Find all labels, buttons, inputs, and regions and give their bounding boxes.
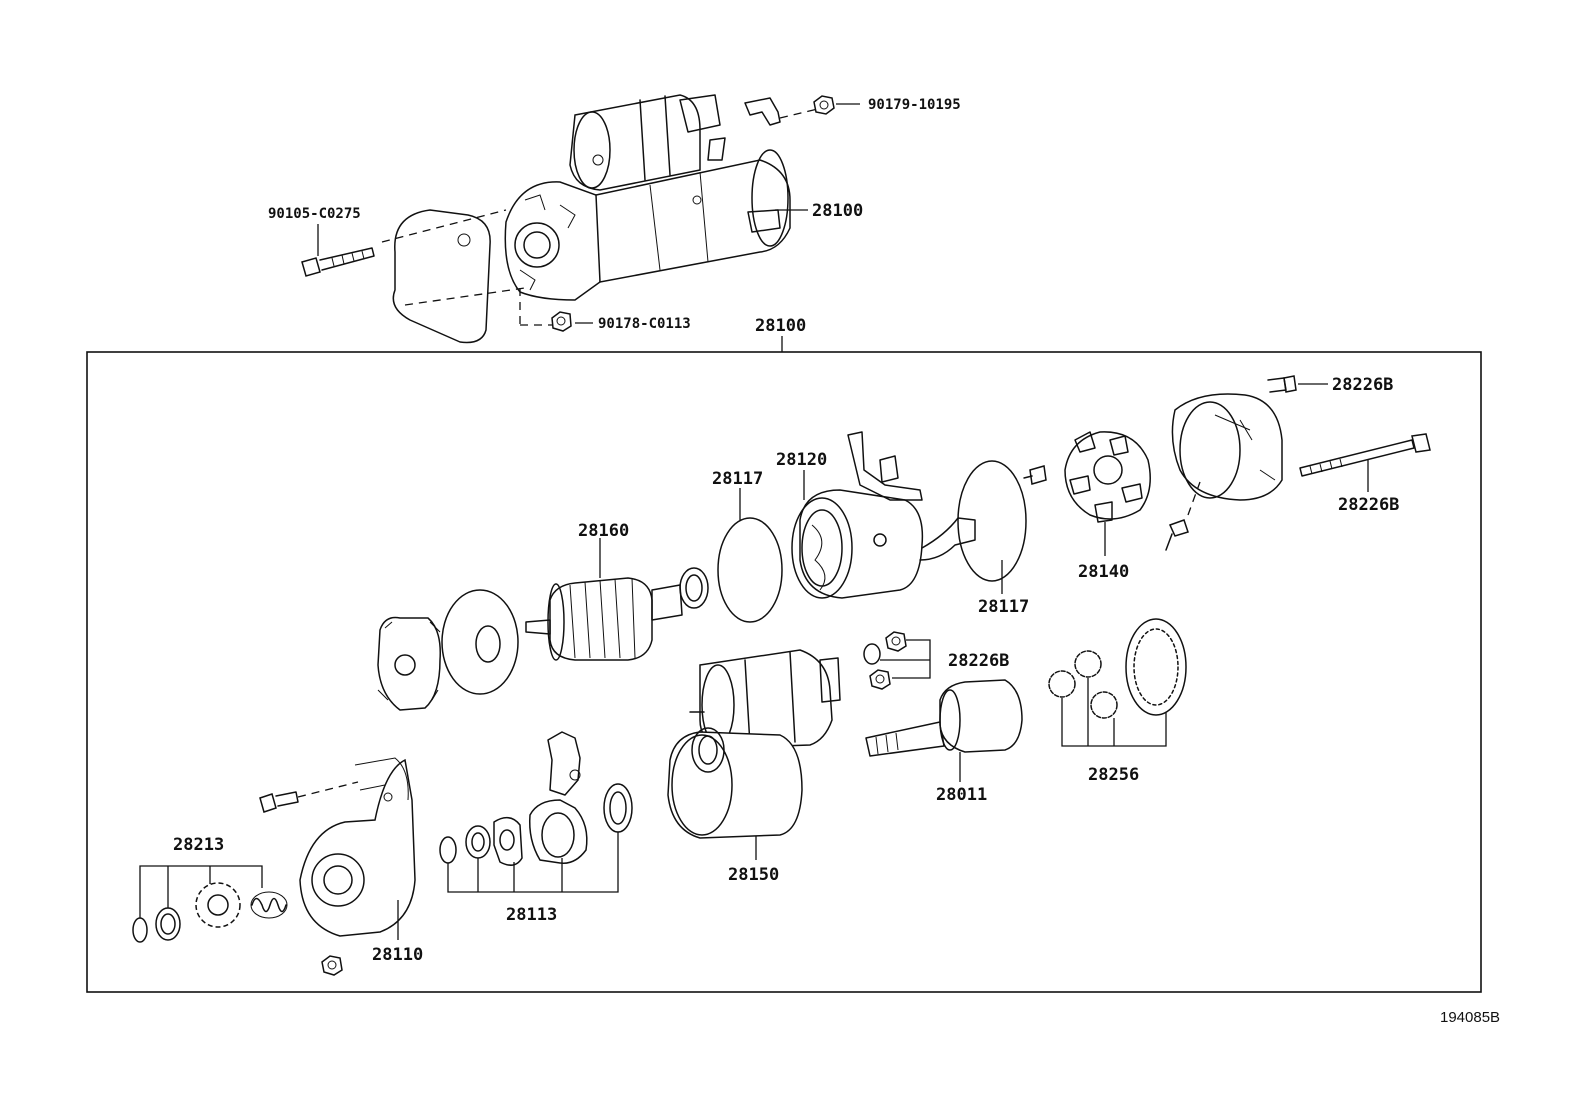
pinion-spring-icon xyxy=(250,891,288,919)
label-28100-kit: 28100 xyxy=(755,316,806,336)
housing-bolt-icon xyxy=(259,791,299,813)
label-28160: 28160 xyxy=(578,521,629,541)
hex-nut-a-icon xyxy=(885,631,907,652)
label-28113: 28113 xyxy=(506,905,557,925)
label-90105-C0275: 90105-C0275 xyxy=(268,206,361,222)
washer-a-icon xyxy=(863,643,881,665)
lever-snap-ring-icon xyxy=(439,836,457,864)
field-coil-icon xyxy=(791,431,976,599)
label-28256: 28256 xyxy=(1088,765,1139,785)
label-28011: 28011 xyxy=(936,785,987,805)
lever-washer-a-icon xyxy=(465,825,491,859)
label-90179-10195: 90179-10195 xyxy=(868,97,961,113)
magnetic-switch-icon xyxy=(667,649,841,839)
label-28117-left: 28117 xyxy=(712,469,763,489)
gasket-right-icon xyxy=(957,460,1027,582)
screw-small-icon xyxy=(1267,375,1297,393)
internal-gear-icon xyxy=(1125,618,1187,716)
label-28120: 28120 xyxy=(776,450,827,470)
label-28140: 28140 xyxy=(1078,562,1129,582)
brush-holder-icon xyxy=(1064,431,1151,523)
hex-nut-b-icon xyxy=(869,669,891,690)
brush-plate-icon xyxy=(377,616,441,711)
gasket-left-icon xyxy=(717,517,783,623)
dash-flange xyxy=(404,287,526,306)
kit-frame xyxy=(86,351,1482,993)
diagram-reference-number: 194085B xyxy=(1440,1009,1500,1026)
washer-disc-icon xyxy=(441,589,519,695)
snap-ring-icon xyxy=(132,917,148,943)
brush-spring-icon xyxy=(1023,465,1047,485)
clutch-icon xyxy=(865,679,1023,757)
small-screw-icon xyxy=(1165,519,1189,551)
bearing-ring-icon xyxy=(679,567,709,609)
planet-gear-icons xyxy=(1048,650,1118,719)
pinion-gear-icon xyxy=(195,882,241,928)
label-28213: 28213 xyxy=(173,835,224,855)
label-28100-assembly: 28100 xyxy=(812,201,863,221)
label-28226B-nut: 28226B xyxy=(948,651,1009,671)
label-28226B-screw: 28226B xyxy=(1332,375,1393,395)
through-bolt-icon xyxy=(1299,433,1431,477)
housing-nut-icon xyxy=(321,955,343,976)
lever-seal-icon xyxy=(603,783,633,833)
label-90178-C0113: 90178-C0113 xyxy=(598,316,691,332)
dash-bolt-top xyxy=(381,209,507,243)
starter-assembly-drawing xyxy=(392,94,791,344)
label-28110: 28110 xyxy=(372,945,423,965)
bolt-90105-icon xyxy=(301,247,375,277)
label-28150: 28150 xyxy=(728,865,779,885)
lever-plate-icon xyxy=(493,816,523,866)
drive-housing-icon xyxy=(299,757,416,937)
nut-90179-icon xyxy=(813,95,835,115)
label-28226B-bolt: 28226B xyxy=(1338,495,1399,515)
armature-icon xyxy=(525,577,683,661)
stop-collar-icon xyxy=(155,907,181,941)
label-28117-right: 28117 xyxy=(978,597,1029,617)
nut-90178-icon xyxy=(551,311,572,332)
drive-lever-icon xyxy=(528,731,588,864)
end-cover-icon xyxy=(1171,393,1283,501)
